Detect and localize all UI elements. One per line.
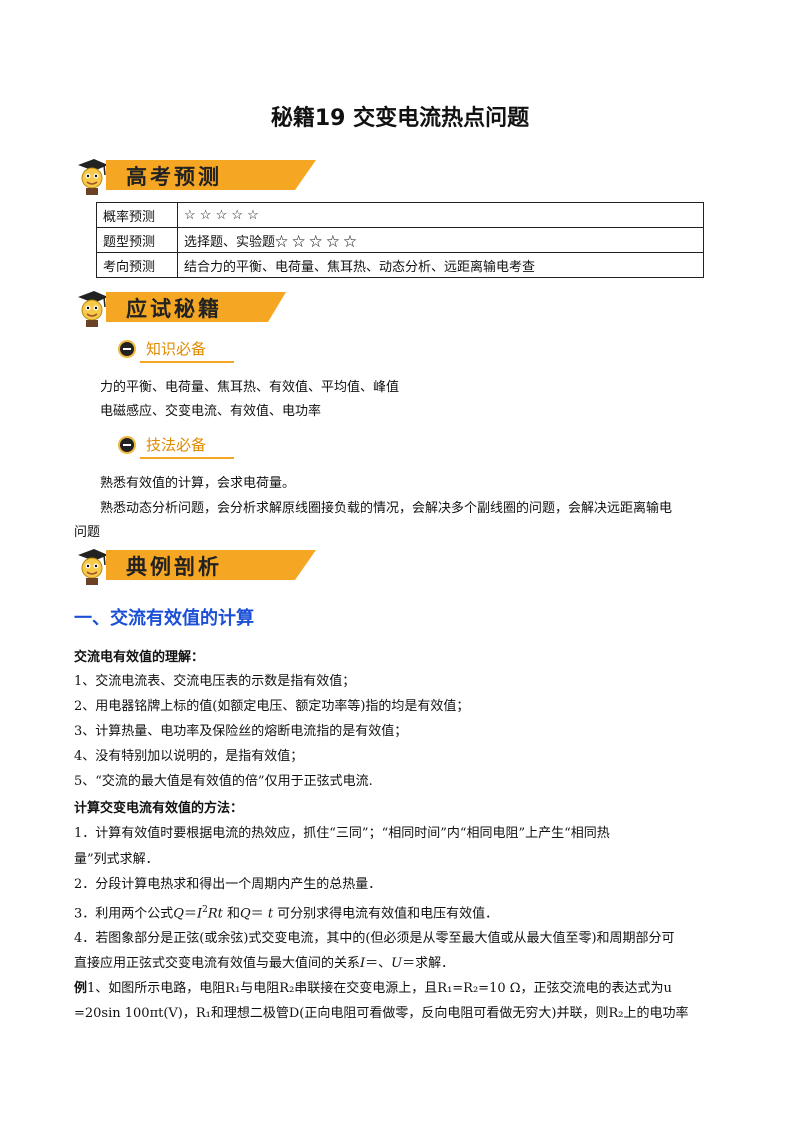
method-line: 2．分段计算电热求和得出一个周期内产生的总热量．	[74, 877, 382, 892]
method-line-4: 4．若图象部分是正弦(或余弦)式交变电流，其中的(但必须是从零至最大值或从最大值…	[74, 931, 675, 946]
mascot-icon	[78, 549, 108, 585]
table-cell-label: 考向预测	[96, 252, 178, 278]
section-title-forecast: 高考预测	[126, 165, 222, 189]
table-cell-label: 概率预测	[96, 202, 178, 228]
table-cell-value: 结合力的平衡、电荷量、焦耳热、动态分析、远距离输电考查	[177, 252, 704, 278]
understanding-line: 1、交流电流表、交流电压表的示数是指有效值；	[74, 674, 356, 689]
bullet-icon	[118, 340, 136, 358]
example-label: 例	[74, 981, 88, 996]
table-row: 考向预测 结合力的平衡、电荷量、焦耳热、动态分析、远距离输电考查	[96, 252, 704, 278]
mascot-icon	[78, 159, 108, 195]
section-title-secrets: 应试秘籍	[126, 297, 222, 321]
method-line-3: 3．利用两个公式Q＝I2Rt 和Q＝ t 可分别求得电流有效值和电压有效值．	[74, 905, 499, 922]
subheading-knowledge: 知识必备	[118, 338, 238, 363]
skills-line: 熟悉有效值的计算，会求电荷量。	[100, 476, 296, 491]
skills-line: 问题	[74, 525, 101, 540]
knowledge-line: 电磁感应、交变电流、有效值、电功率	[100, 404, 322, 419]
section-title-examples: 典例剖析	[126, 555, 222, 579]
understanding-line: 2、用电器铭牌上标的值(如额定电压、额定功率等)指的均是有效值；	[74, 699, 470, 714]
part-heading: 一、交流有效值的计算	[74, 608, 254, 629]
method-line: 量”列式求解．	[74, 852, 159, 867]
table-cell-label: 题型预测	[96, 227, 178, 253]
subheading-skills: 技法必备	[118, 434, 238, 459]
skills-line: 熟悉动态分析问题，会分析求解原线圈接负载的情况，会解决多个副线圈的问题，会解决远…	[100, 501, 673, 516]
forecast-table: 概率预测 ☆ ☆ ☆ ☆ ☆ 题型预测 选择题、实验题☆ ☆ ☆ ☆ ☆ 考向预…	[96, 202, 704, 278]
table-cell-value: 选择题、实验题☆ ☆ ☆ ☆ ☆	[177, 227, 704, 253]
page-title: 秘籍19 交变电流热点问题	[270, 106, 530, 131]
mascot-icon	[78, 291, 108, 327]
example-line-2: =20sin 100πt(V)，R₁和理想二极管D(正向电阻可看做零，反向电阻可…	[74, 1006, 689, 1021]
table-cell-value: ☆ ☆ ☆ ☆ ☆	[177, 202, 704, 228]
method-line-4-cont: 直接应用正弦式交变电流有效值与最大值间的关系I＝、U＝求解．	[74, 956, 455, 971]
knowledge-line: 力的平衡、电荷量、焦耳热、有效值、平均值、峰值	[100, 380, 400, 395]
bullet-icon	[118, 436, 136, 454]
table-row: 题型预测 选择题、实验题☆ ☆ ☆ ☆ ☆	[96, 227, 704, 253]
method-line: 1．计算有效值时要根据电流的热效应，抓住“三同”；“相同时间”内“相同电阻”上产…	[74, 826, 610, 841]
understanding-title: 交流电有效值的理解：	[74, 650, 205, 665]
table-row: 概率预测 ☆ ☆ ☆ ☆ ☆	[96, 202, 704, 228]
understanding-line: 5、“交流的最大值是有效值的倍”仅用于正弦式电流.	[74, 774, 373, 789]
methods-title: 计算交变电流有效值的方法：	[74, 801, 244, 816]
understanding-line: 3、计算热量、电功率及保险丝的熔断电流指的是有效值；	[74, 724, 408, 739]
example-line-1: 例1、如图所示电路，电阻R₁与电阻R₂串联接在交变电源上，且R₁=R₂=10 Ω…	[74, 981, 672, 996]
understanding-line: 4、没有特别加以说明的，是指有效值；	[74, 749, 304, 764]
